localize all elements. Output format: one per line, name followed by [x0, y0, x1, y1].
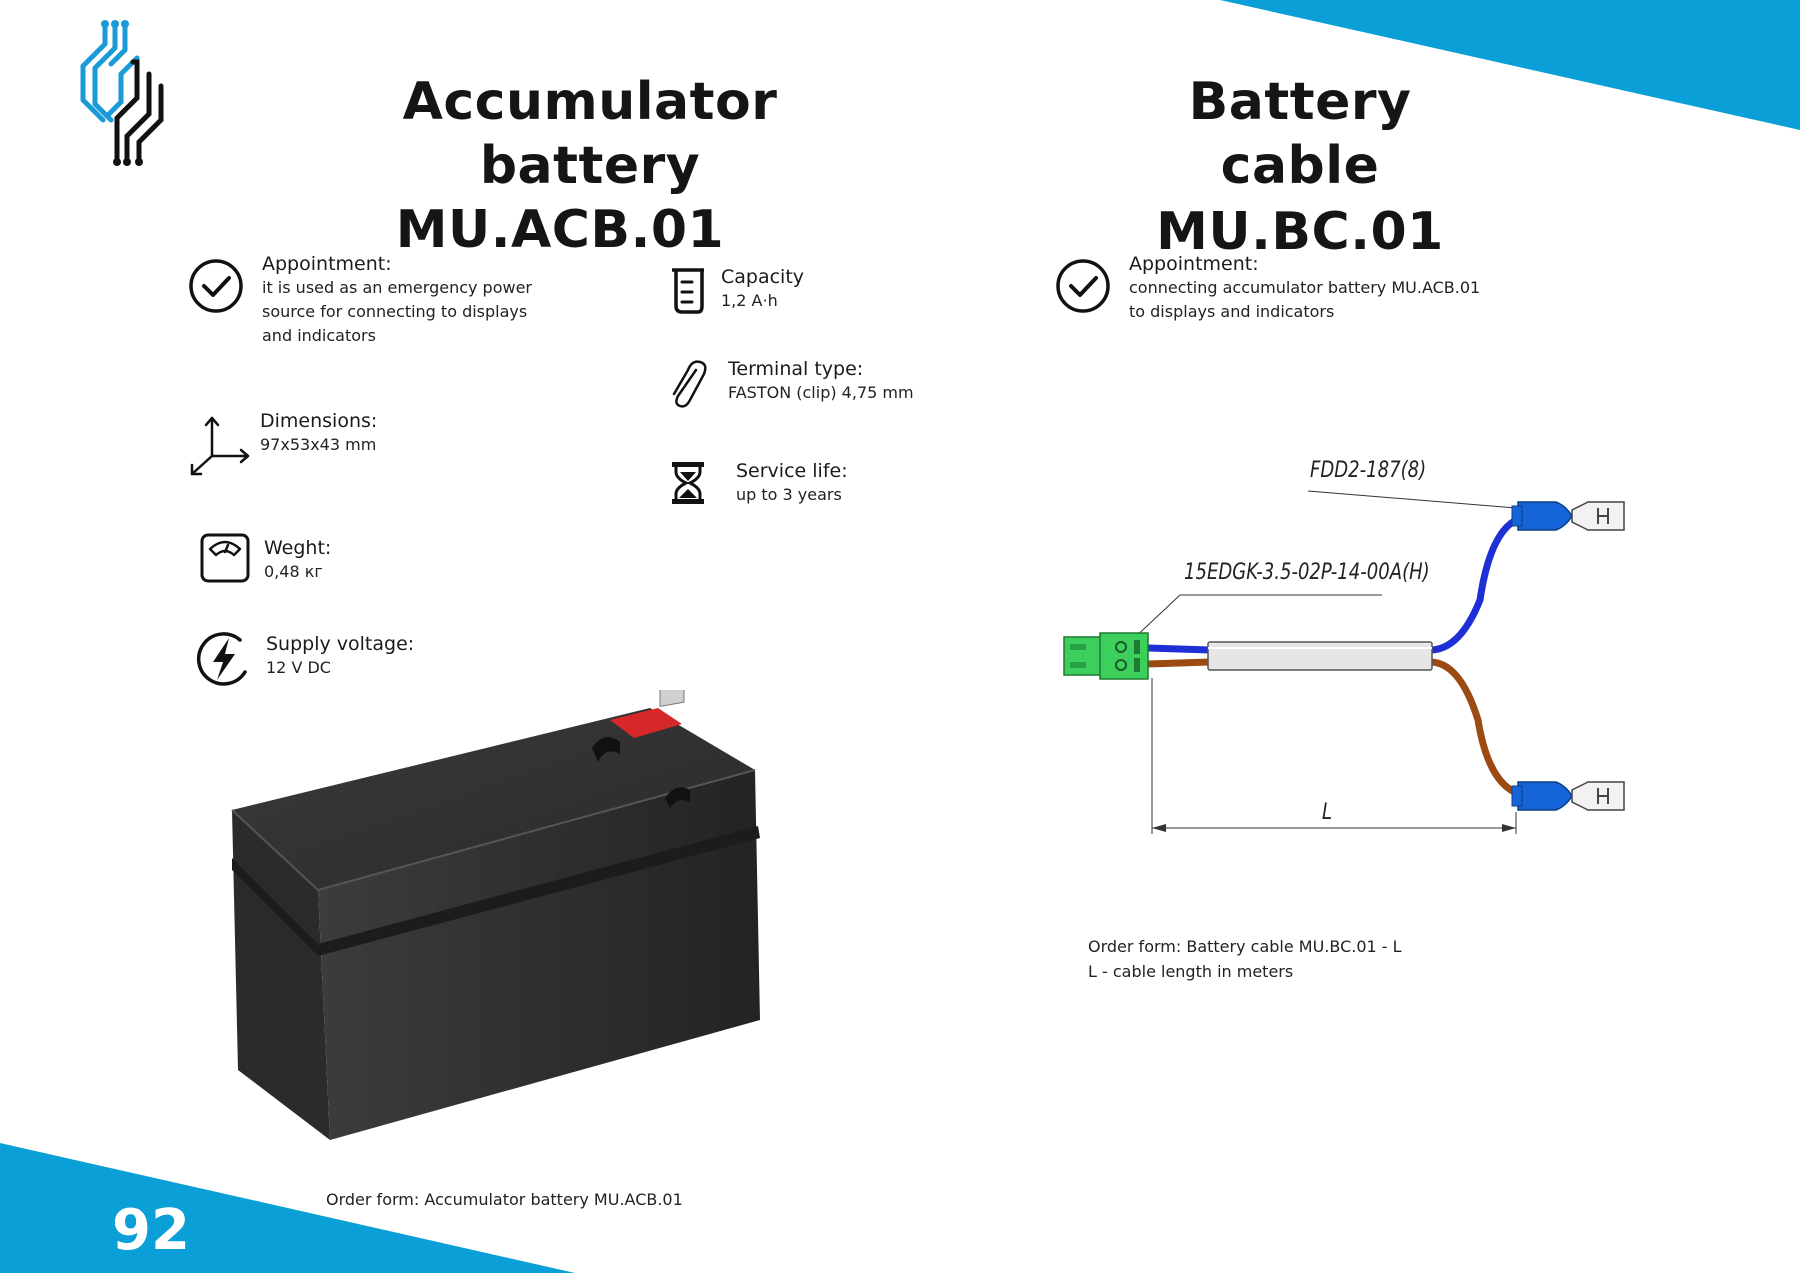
cable-appointment-line2: to displays and indicators [1129, 302, 1335, 321]
battery-terminal-type-value: FASTON (clip) 4,75 mm [728, 383, 914, 402]
terminal-label: FDD2-187(8) [1310, 458, 1427, 483]
battery-capacity-value: 1,2 A·h [721, 291, 778, 310]
battery-appointment-line1: it is used as an emergency power [262, 278, 533, 297]
cable-order-form: Order form: Battery cable MU.BC.01 - L L… [1088, 934, 1402, 984]
cable-title-line1: Battery cable [1188, 72, 1412, 196]
battery-service-life-label: Service life: [736, 460, 848, 482]
cable-order-form-line1: Order form: Battery cable MU.BC.01 - L [1088, 937, 1402, 956]
battery-image [231, 690, 760, 1140]
battery-appointment-line2: source for connecting to displays [262, 302, 528, 321]
cable-title-line2: MU.BC.01 [1156, 202, 1444, 262]
battery-title-line2: MU.ACB.01 [395, 200, 725, 260]
connector-label: 15EDGK-3.5-02P-14-00A(H) [1184, 560, 1430, 585]
check-circle-icon [1056, 259, 1110, 313]
cable-title: Battery cable MU.BC.01 [1100, 70, 1500, 264]
battery-capacity-label: Capacity [721, 266, 805, 288]
battery-dimensions-value: 97x53x43 mm [260, 435, 377, 454]
cable-order-form-line2: L - cable length in meters [1088, 962, 1294, 981]
battery-order-form: Order form: Accumulator battery MU.ACB.0… [326, 1190, 683, 1209]
scale-icon [200, 533, 250, 583]
paperclip-icon [672, 360, 707, 408]
company-logo [80, 20, 164, 166]
battery-weight: Weght: 0,48 кг [264, 536, 331, 584]
battery-dimensions: Dimensions: 97x53x43 mm [260, 409, 377, 457]
battery-service-life-value: up to 3 years [736, 485, 842, 504]
axes-icon [190, 416, 250, 476]
battery-supply-voltage-label: Supply voltage: [266, 633, 415, 655]
beaker-icon [672, 268, 704, 314]
battery-title: Accumulator battery MU.ACB.01 [290, 70, 890, 262]
battery-supply-voltage-value: 12 V DC [266, 658, 331, 677]
battery-appointment-line3: and indicators [262, 326, 376, 345]
battery-dimensions-label: Dimensions: [260, 410, 378, 432]
battery-appointment-label: Appointment: [262, 253, 392, 275]
check-circle-icon [189, 259, 243, 313]
battery-weight-value: 0,48 кг [264, 562, 323, 581]
page-number: 92 [112, 1198, 190, 1263]
lightning-icon [196, 632, 247, 686]
battery-supply-voltage: Supply voltage: 12 V DC [266, 632, 414, 680]
cable-appointment: Appointment: connecting accumulator batt… [1129, 252, 1480, 324]
battery-terminal-type-label: Terminal type: [728, 358, 864, 380]
hourglass-icon [672, 462, 704, 504]
battery-appointment: Appointment: it is used as an emergency … [262, 252, 532, 348]
battery-service-life: Service life: up to 3 years [736, 459, 848, 507]
length-label: L [1322, 800, 1333, 825]
cable-diagram [1063, 490, 1625, 834]
battery-weight-label: Weght: [264, 537, 332, 559]
battery-title-line1: Accumulator battery [402, 72, 778, 196]
cable-appointment-line1: connecting accumulator battery MU.ACB.01 [1129, 278, 1481, 297]
cable-appointment-label: Appointment: [1129, 253, 1259, 275]
battery-capacity: Capacity 1,2 A·h [721, 265, 804, 313]
battery-terminal-type: Terminal type: FASTON (clip) 4,75 mm [728, 357, 914, 405]
